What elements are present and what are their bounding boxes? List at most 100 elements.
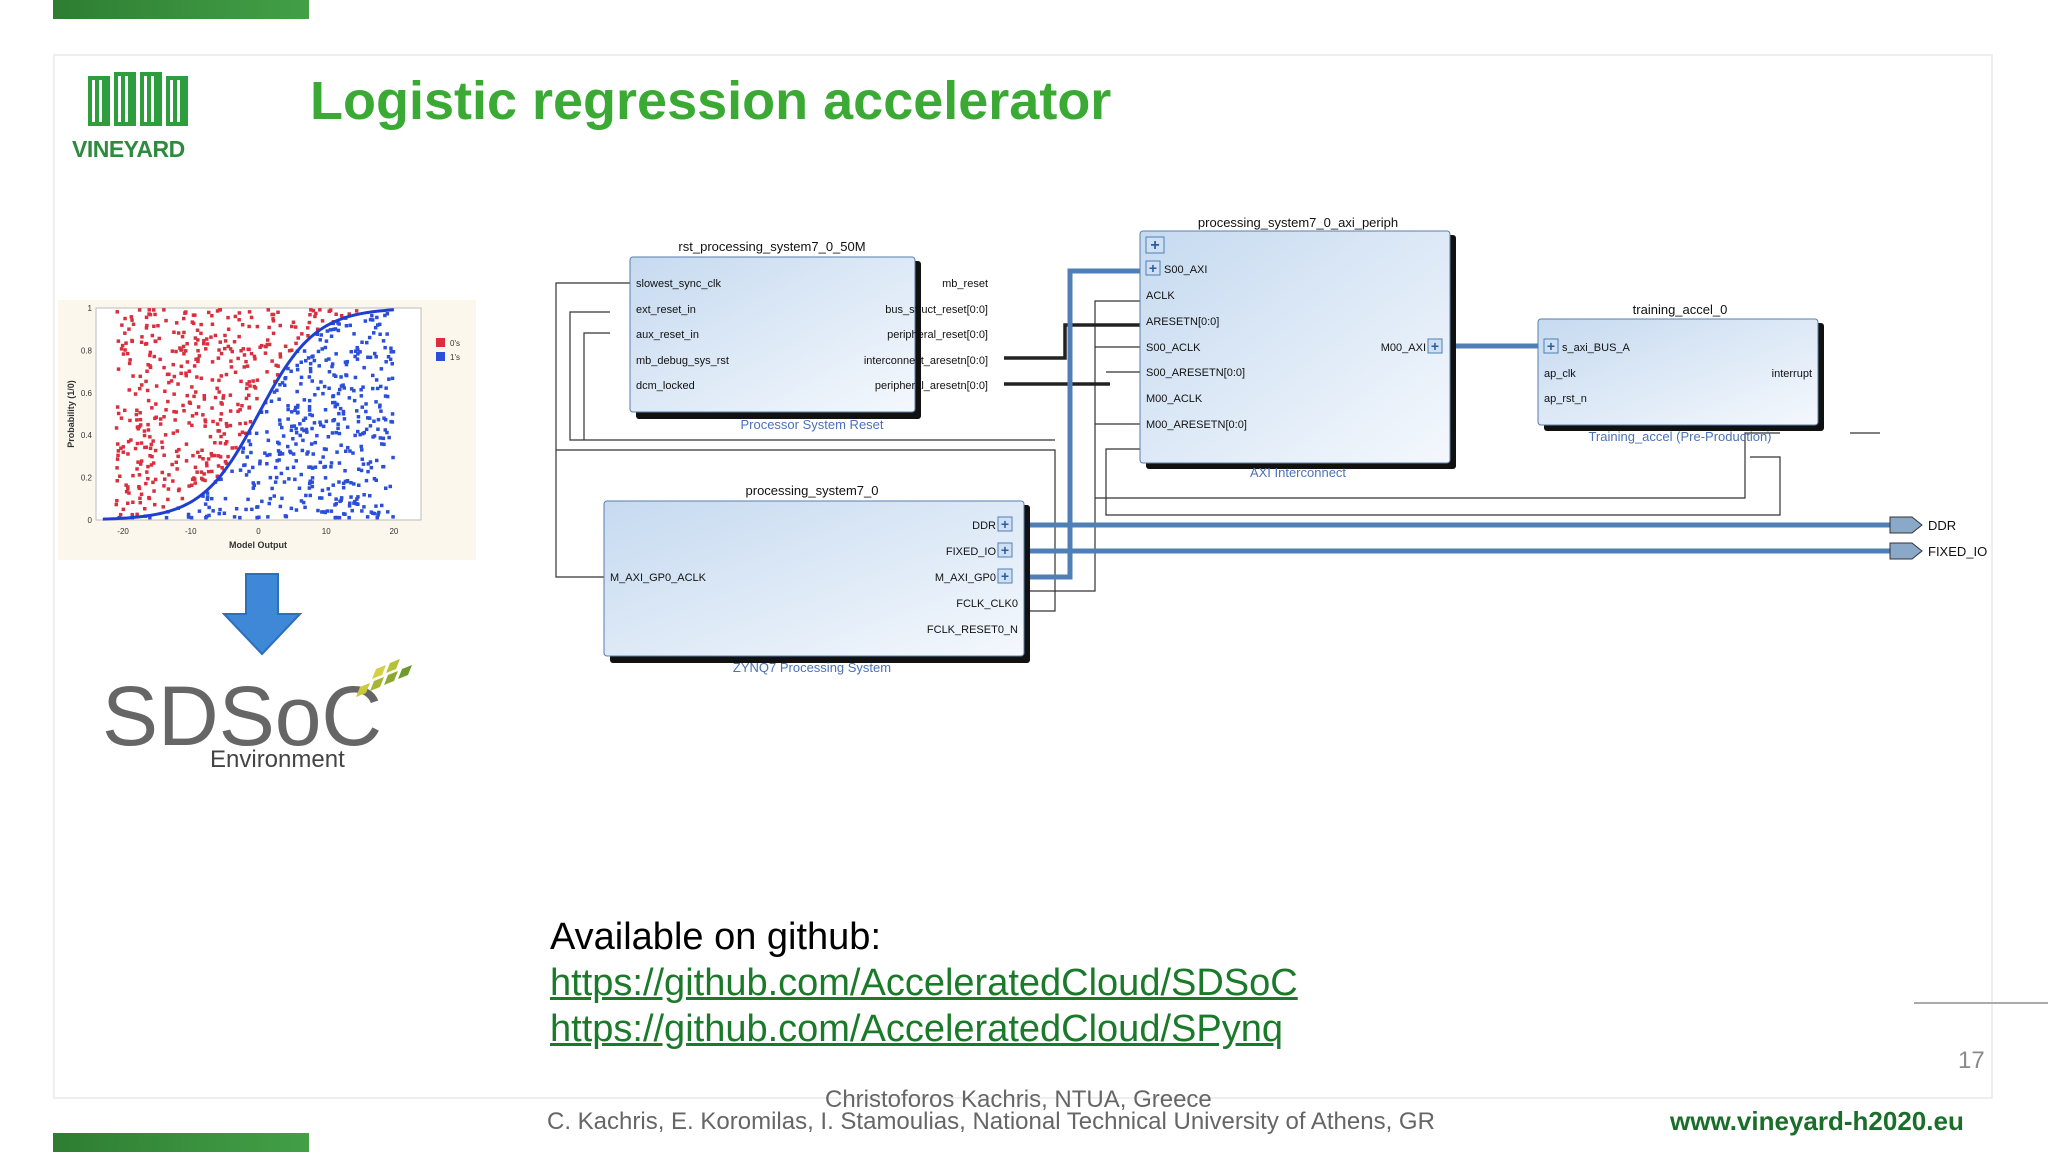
scatter-point-one (297, 486, 302, 490)
scatter-point-zero (166, 399, 170, 404)
scatter-point-zero (208, 434, 213, 439)
scatter-point-zero (271, 312, 276, 317)
scatter-point-one (371, 435, 375, 439)
scatter-point-zero (224, 421, 229, 426)
scatter-point-zero (210, 378, 215, 382)
github-link-spynq[interactable]: https://github.com/AcceleratedCloud/SPyn… (550, 1008, 1283, 1050)
scatter-point-zero (150, 454, 154, 459)
scatter-point-zero (206, 457, 211, 461)
scatter-point-one (320, 496, 324, 500)
scatter-point-zero (121, 507, 126, 512)
ps7-ddr-expand-icon[interactable]: + (1001, 516, 1009, 532)
scatter-point-zero (236, 409, 240, 414)
scatter-point-one (268, 496, 273, 501)
scatter-point-zero (247, 347, 251, 352)
scatter-point-one (376, 417, 381, 422)
scatter-point-one (352, 501, 356, 505)
block-axi-interconnect[interactable]: processing_system7_0_axi_periph AXI Inte… (1139, 215, 1456, 480)
scatter-point-zero (144, 481, 148, 486)
scatter-point-zero (354, 309, 359, 313)
accel-expand-icon[interactable]: + (1547, 338, 1555, 354)
github-link-sdsoc[interactable]: https://github.com/AcceleratedCloud/SDSo… (550, 962, 1298, 1004)
ps7-m-axi-gp0-expand-icon[interactable]: + (1001, 568, 1009, 584)
block-zynq7-processing-system[interactable]: processing_system7_0 ZYNQ7 Processing Sy… (603, 483, 1030, 675)
scatter-point-zero (278, 355, 283, 359)
scatter-point-one (349, 481, 353, 485)
scatter-point-one (308, 493, 312, 498)
scatter-point-zero (127, 327, 131, 331)
external-port-ddr[interactable]: DDR (1889, 516, 1956, 534)
scatter-point-zero (163, 433, 168, 437)
scatter-point-zero (265, 370, 269, 374)
scatter-point-zero (192, 394, 196, 399)
scatter-point-zero (247, 380, 251, 384)
scatter-point-zero (130, 512, 134, 517)
scatter-point-zero (153, 339, 157, 343)
scatter-point-one (321, 424, 326, 429)
scatter-point-zero (207, 310, 211, 315)
scatter-point-one (290, 410, 294, 414)
scatter-point-one (277, 452, 282, 456)
scatter-point-zero (201, 457, 205, 461)
scatter-point-zero (320, 319, 325, 323)
scatter-point-zero (228, 347, 233, 351)
block-rst-processing-system-reset[interactable]: rst_processing_system7_0_50M Processor S… (629, 239, 988, 432)
external-port-fixed-io[interactable]: FIXED_IO (1889, 542, 1987, 560)
periph-m00-expand-icon[interactable]: + (1431, 338, 1439, 354)
scatter-point-one (329, 461, 334, 465)
scatter-point-one (348, 449, 352, 453)
rst-title: rst_processing_system7_0_50M (678, 239, 865, 254)
scatter-point-one (380, 503, 384, 508)
scatter-point-one (352, 332, 356, 336)
scatter-point-one (337, 411, 341, 416)
scatter-point-one (333, 400, 337, 405)
scatter-point-one (375, 515, 379, 520)
scatter-point-zero (147, 495, 151, 500)
scatter-point-one (365, 340, 369, 345)
scatter-point-zero (177, 447, 181, 452)
scatter-point-zero (140, 383, 144, 387)
scatter-point-one (374, 478, 378, 482)
scatter-point-one (263, 451, 267, 455)
scatter-point-zero (123, 331, 127, 335)
scatter-point-zero (127, 491, 131, 495)
scatter-point-zero (188, 401, 193, 405)
scatter-point-zero (252, 384, 257, 389)
axi-buses (1027, 268, 1890, 580)
scatter-point-one (351, 451, 355, 455)
ps7-fixed-io-expand-icon[interactable]: + (1001, 542, 1009, 558)
scatter-point-zero (234, 445, 238, 450)
scatter-point-one (286, 366, 290, 371)
scatter-point-zero (244, 359, 248, 364)
scatter-point-zero (271, 319, 276, 323)
scatter-point-zero (121, 450, 125, 454)
scatter-point-zero (181, 344, 186, 349)
scatter-point-one (343, 479, 348, 484)
legend-label-zeros: 0's (450, 339, 460, 348)
scatter-point-one (355, 345, 359, 350)
scatter-point-zero (162, 415, 166, 419)
scatter-point-one (274, 475, 279, 480)
scatter-point-zero (158, 417, 163, 421)
scatter-point-zero (263, 351, 268, 355)
scatter-point-zero (164, 318, 168, 323)
scatter-point-zero (271, 317, 275, 321)
scatter-point-one (252, 483, 256, 487)
scatter-point-zero (209, 335, 213, 339)
legend-label-ones: 1's (450, 353, 460, 362)
scatter-point-one (289, 369, 293, 373)
scatter-point-zero (196, 357, 200, 361)
scatter-point-one (335, 450, 339, 454)
scatter-point-zero (216, 356, 221, 360)
scatter-point-zero (309, 308, 313, 312)
scatter-point-one (306, 450, 310, 454)
scatter-point-zero (116, 449, 121, 453)
scatter-point-one (372, 419, 376, 423)
scatter-point-one (324, 419, 329, 424)
scatter-point-one (342, 512, 346, 516)
accel-title: training_accel_0 (1633, 302, 1728, 317)
block-training-accel[interactable]: training_accel_0 Training_accel (Pre-Pro… (1537, 302, 1824, 444)
sdsoc-mark-icon (356, 659, 412, 697)
periph-expand-icon[interactable]: + (1150, 237, 1159, 254)
periph-s00-expand-icon[interactable]: + (1149, 260, 1157, 276)
